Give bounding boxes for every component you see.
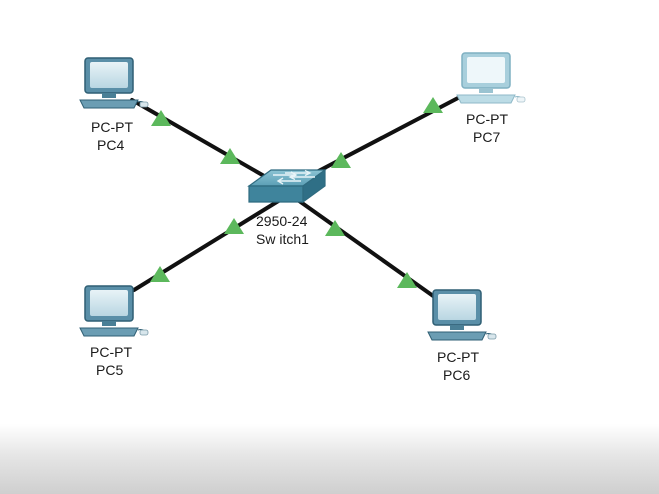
device-name: PC4	[97, 137, 125, 153]
device-name: PC5	[96, 362, 124, 378]
link-up-indicator	[150, 266, 170, 282]
link-up-indicator	[331, 152, 351, 168]
link-switch1-pc6[interactable]	[293, 196, 438, 300]
bottom-shadow	[0, 424, 659, 494]
device-name: Sw itch1	[256, 231, 309, 247]
device-label-pc6: PC-PT PC6	[437, 348, 479, 384]
device-label-switch1: 2950-24 Sw itch1	[256, 212, 309, 248]
link-up-indicator	[397, 272, 417, 288]
link-status-indicators	[150, 97, 443, 288]
link-up-indicator	[423, 97, 443, 113]
device-name: PC7	[473, 129, 501, 145]
link-up-indicator	[224, 218, 244, 234]
device-label-pc5: PC-PT PC5	[90, 343, 132, 379]
device-label-pc7: PC-PT PC7	[466, 110, 508, 146]
device-model: 2950-24	[256, 213, 308, 229]
pc-icon[interactable]	[456, 52, 526, 104]
link-up-indicator	[151, 110, 171, 126]
device-name: PC6	[443, 367, 471, 383]
device-model: PC-PT	[466, 111, 508, 127]
switch-icon[interactable]	[247, 168, 327, 204]
link-switch1-pc4[interactable]	[130, 98, 287, 190]
pc-icon[interactable]	[427, 289, 497, 341]
device-model: PC-PT	[437, 349, 479, 365]
pc-icon[interactable]	[79, 285, 149, 337]
device-model: PC-PT	[90, 344, 132, 360]
pc-icon[interactable]	[79, 57, 149, 109]
device-model: PC-PT	[91, 119, 133, 135]
link-up-indicator	[220, 148, 240, 164]
link-up-indicator	[325, 220, 345, 236]
device-label-pc4: PC-PT PC4	[91, 118, 133, 154]
